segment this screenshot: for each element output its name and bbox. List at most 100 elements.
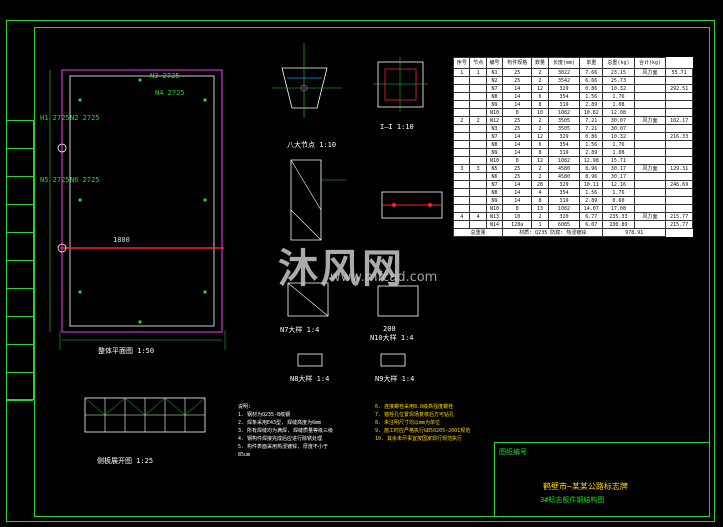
table-cell: N10 (485, 204, 504, 213)
note-line: 说明: (238, 404, 252, 410)
seq-cell: 3 (452, 164, 471, 173)
node-cell (469, 124, 487, 133)
seq-cell: 4 (452, 212, 471, 221)
watermark-brand: 沐风网 (278, 246, 404, 292)
material-schedule: 序号 节点 编号 构件规格 数量 长度(mm) 单重 总重(kg) 合计(kg)… (452, 57, 693, 237)
table-cell: 3542 (547, 76, 581, 85)
n7-detail (287, 282, 329, 317)
table-cell: 329 (547, 180, 581, 189)
table-cell: 2.89 (579, 196, 604, 205)
table-cell: 8.96 (579, 172, 604, 181)
table-cell: N6 (485, 172, 504, 181)
table-cell (633, 196, 667, 205)
table-cell: 8 (502, 108, 533, 117)
seq-cell (452, 180, 471, 189)
title-block: 图纸编号 鹤壁市~某某公路标志牌 3#标志板件钢结构图 (494, 442, 710, 517)
table-cell: 1.56 (579, 188, 604, 197)
side-elevation (84, 397, 206, 433)
table-cell (633, 156, 667, 165)
plan-view-title: 整体平面图 1:50 (98, 347, 155, 355)
table-cell: N9 (485, 148, 504, 157)
table-cell: 292.51 (665, 84, 693, 93)
n9-title: N9大样 1:4 (375, 375, 415, 383)
node-cell (469, 92, 487, 101)
table-cell: 1.76 (602, 92, 635, 101)
table-cell: 0.60 (602, 196, 635, 205)
table-cell: 12 (531, 132, 549, 141)
table-cell: 6.77 (579, 212, 604, 221)
seq-cell (452, 156, 471, 165)
table-cell: 8 (502, 156, 533, 165)
table-cell: 3505 (547, 116, 581, 125)
table-cell (633, 204, 667, 213)
node-cell (469, 108, 487, 117)
table-cell: 10.11 (579, 180, 604, 189)
table-cell: N7 (485, 84, 504, 93)
table-cell: 6085 (547, 220, 581, 229)
note-line: 5. 构件表面采用热浸镀锌, 厚度不小于 (238, 444, 329, 450)
node-cell (469, 76, 487, 85)
table-cell (665, 172, 693, 181)
table-cell: N8 (485, 188, 504, 197)
table-cell: 2 (531, 172, 549, 181)
node-cell (469, 100, 487, 109)
seq-cell (452, 100, 471, 109)
table-cell: 2.89 (579, 100, 604, 109)
table-cell: 2 (531, 116, 549, 125)
drawing-inner-frame (34, 27, 710, 517)
table-cell: 1082 (547, 108, 581, 117)
table-cell: 1082 (547, 156, 581, 165)
col-header: 合计(kg) (633, 57, 667, 69)
n9-detail (380, 353, 406, 367)
table-cell (633, 92, 667, 101)
table-cell: N2 (485, 76, 504, 85)
table-cell: 10.32 (602, 84, 635, 93)
table-cell: 2 (531, 212, 549, 221)
footer-label: 总重量 (452, 228, 504, 237)
seq-cell (452, 124, 471, 133)
table-cell: 1.56 (579, 92, 604, 101)
table-cell: 13 (531, 204, 549, 213)
node-cell (469, 156, 487, 165)
table-cell: 12.08 (602, 108, 635, 117)
dim-label: 1800 (113, 236, 130, 244)
note-line: 10. 其余未尽事宜按国家现行规范执行 (375, 436, 463, 442)
table-cell: 12.16 (602, 180, 635, 189)
seq-cell (452, 196, 471, 205)
table-cell: 10.82 (579, 108, 604, 117)
note-line: 7. 锚栓孔位置现场复核后方可钻孔 (375, 412, 455, 418)
table-cell: N1 (485, 68, 504, 77)
table-cell (633, 180, 667, 189)
node-cell: 1 (469, 68, 487, 77)
table-cell: 6 (531, 92, 549, 101)
table-cell: 风力面 (633, 212, 667, 221)
table-cell: 3505 (547, 124, 581, 133)
col-header: 数量 (531, 57, 549, 69)
table-cell: 6 (531, 140, 549, 149)
table-cell (665, 148, 693, 157)
note-line: 4. 钢构件焊接完成后应进行除锈处理 (238, 436, 323, 442)
table-cell: 329 (547, 84, 581, 93)
note-line: 3. 所有焊缝均为满焊, 焊缝质量等级三级 (238, 428, 334, 434)
plan-label: N3 2725 (150, 72, 180, 80)
table-cell: 1.76 (602, 140, 635, 149)
table-cell (633, 220, 667, 229)
project-name: 鹤壁市~某某公路标志牌 (543, 482, 628, 491)
seq-cell (452, 92, 471, 101)
note-line: 85um (238, 452, 251, 458)
table-cell: 354 (547, 188, 581, 197)
table-cell: 8 (531, 148, 549, 157)
table-cell: N7 (485, 132, 504, 141)
table-cell (665, 92, 693, 101)
side-view-title: 侧板展开图 1:25 (97, 457, 154, 465)
node-cell (469, 148, 487, 157)
table-cell: 6.07 (579, 220, 604, 229)
